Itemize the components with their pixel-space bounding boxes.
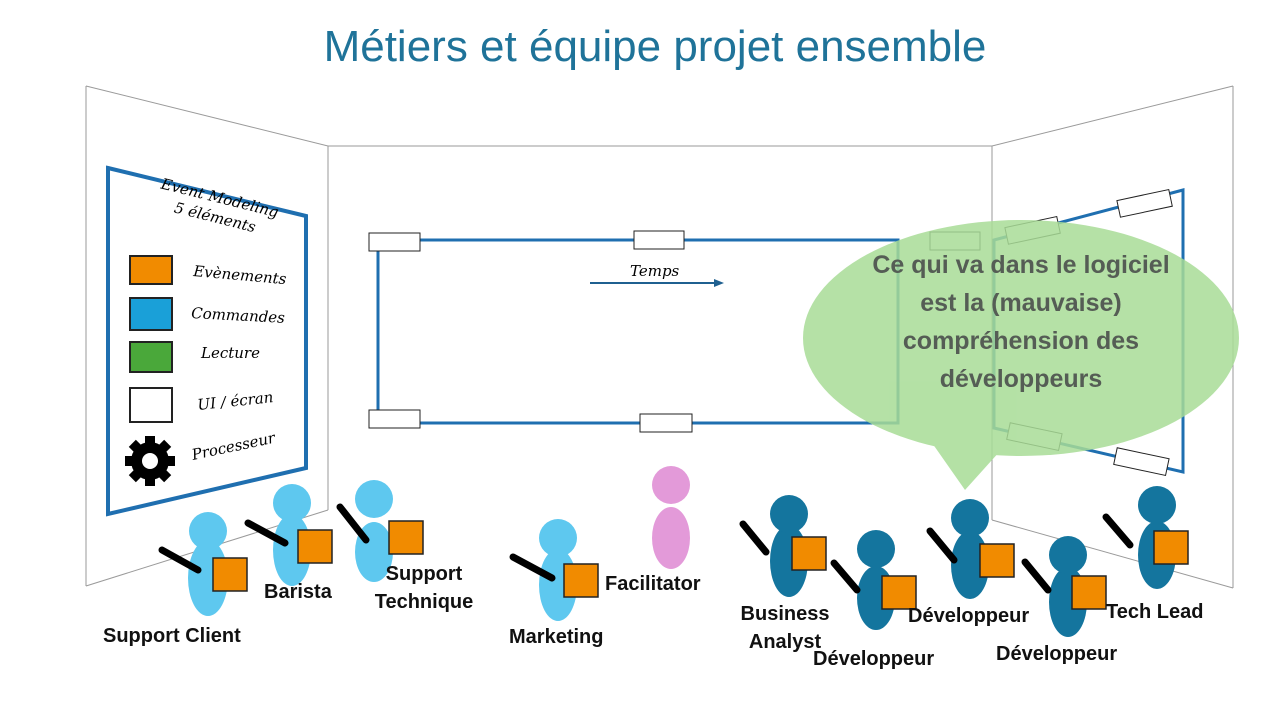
legend-label-commands: Commandes bbox=[191, 304, 286, 327]
event-sticky-note bbox=[388, 520, 424, 555]
page-title: Métiers et équipe projet ensemble bbox=[323, 22, 987, 71]
legend-panel bbox=[106, 165, 308, 517]
person-tech-lead bbox=[1102, 486, 1189, 589]
ui-card bbox=[1113, 447, 1170, 477]
speech-bubble bbox=[803, 220, 1239, 490]
legend-label-read: Lecture bbox=[200, 344, 260, 362]
speech-bubble-text: Ce qui va dans le logiciel est la (mauva… bbox=[872, 251, 1170, 393]
command-sticky-icon bbox=[129, 297, 173, 331]
ui-card bbox=[368, 232, 421, 252]
person-support-technique bbox=[336, 480, 424, 582]
role-label-developpeur-1: Développeur bbox=[813, 648, 935, 670]
role-label-tech-lead: Tech Lead bbox=[1106, 601, 1204, 623]
role-label-facilitator: Facilitator bbox=[605, 573, 701, 595]
event-sticky-note bbox=[1153, 530, 1189, 565]
person-facilitator bbox=[652, 466, 690, 569]
role-label-business-analyst: Business Analyst bbox=[740, 603, 830, 653]
person-developpeur-1 bbox=[830, 530, 917, 630]
event-sticky-note bbox=[563, 563, 599, 598]
role-label-support-client: Support Client bbox=[103, 625, 241, 647]
timeline-label: Temps bbox=[630, 262, 680, 280]
ui-card bbox=[633, 230, 685, 250]
ui-card bbox=[639, 413, 693, 433]
person-support-client bbox=[158, 512, 248, 616]
time-arrow-head bbox=[714, 279, 724, 287]
event-sticky-note bbox=[212, 557, 248, 592]
role-label-barista: Barista bbox=[264, 581, 332, 603]
role-label-developpeur-3: Développeur bbox=[996, 643, 1118, 665]
event-sticky-note bbox=[791, 536, 827, 571]
gear-icon bbox=[125, 436, 175, 486]
ui-card bbox=[1116, 188, 1173, 218]
person-business-analyst bbox=[739, 495, 827, 597]
legend-item-read: Lecture bbox=[129, 341, 260, 373]
role-label-support-technique: Support Technique bbox=[374, 563, 474, 613]
event-sticky-note bbox=[297, 529, 333, 564]
event-sticky-note bbox=[881, 575, 917, 610]
ui-sticky-icon bbox=[129, 387, 173, 423]
role-label-developpeur-2: Développeur bbox=[908, 605, 1030, 627]
person-developpeur-2 bbox=[926, 499, 1015, 599]
event-sticky-note bbox=[979, 543, 1015, 578]
person-developpeur-3 bbox=[1021, 536, 1107, 637]
read-sticky-icon bbox=[129, 341, 173, 373]
event-sticky-icon bbox=[129, 255, 173, 285]
role-label-marketing: Marketing bbox=[509, 626, 604, 648]
ui-card bbox=[368, 409, 421, 429]
event-sticky-note bbox=[1071, 575, 1107, 610]
person-marketing bbox=[509, 519, 599, 621]
legend-item-commands: Commandes bbox=[129, 297, 286, 331]
person-barista bbox=[244, 484, 333, 586]
